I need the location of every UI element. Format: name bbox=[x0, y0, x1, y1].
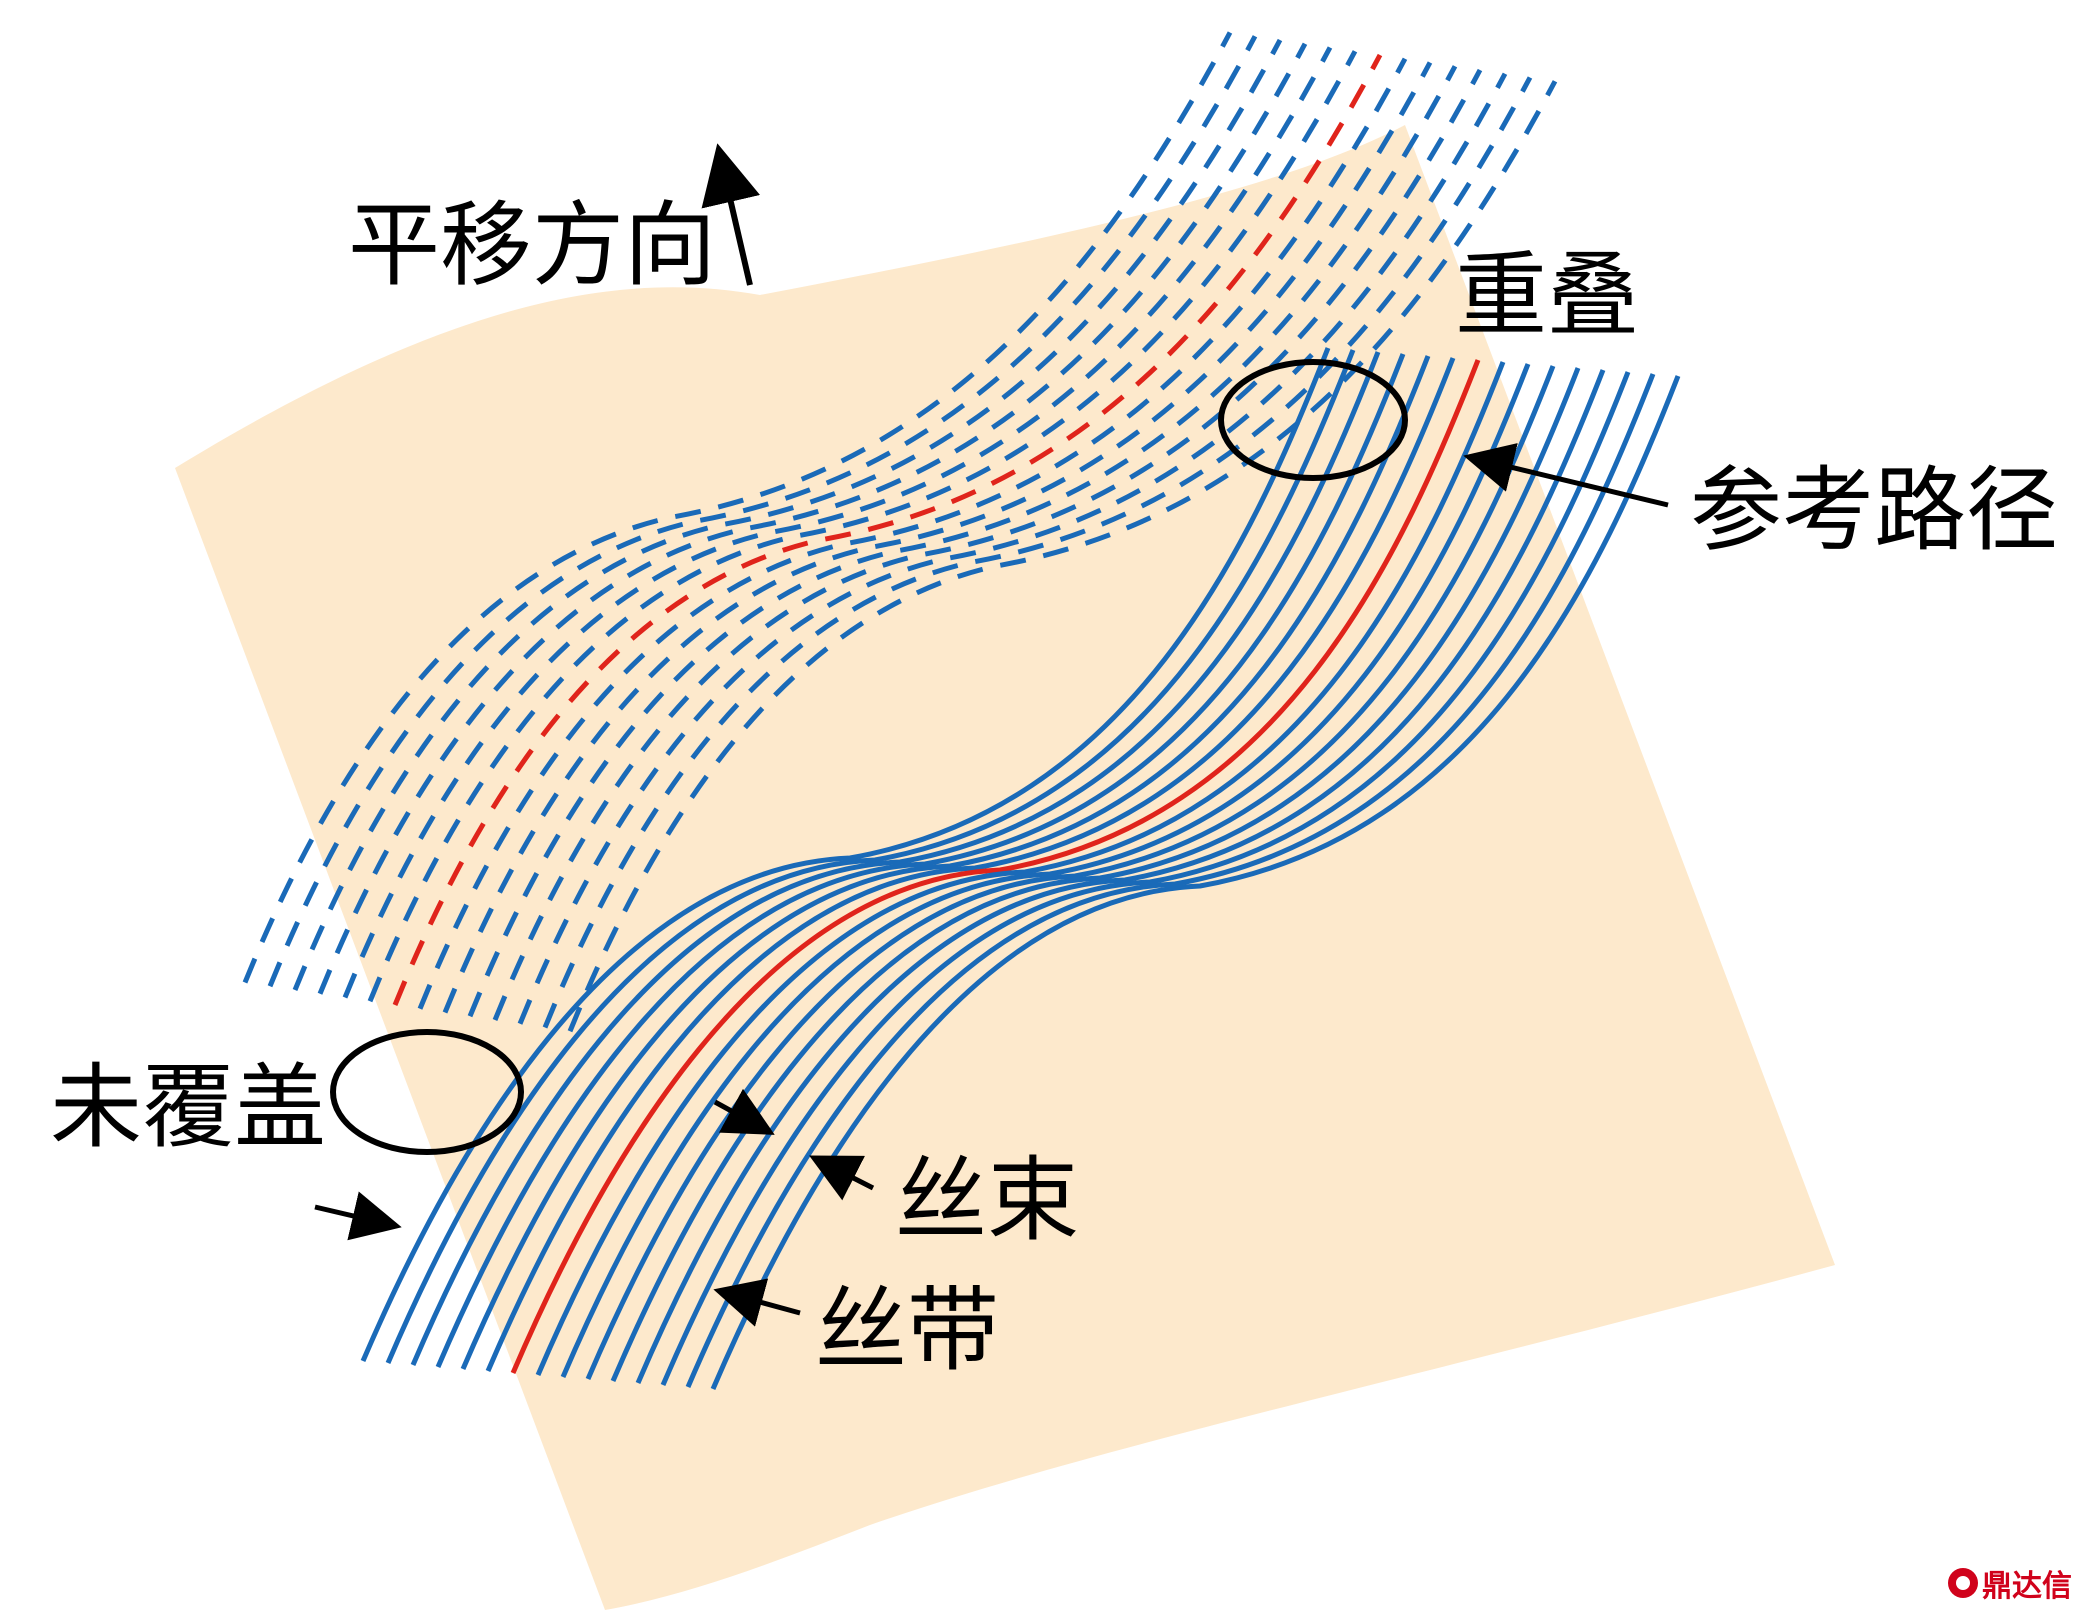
logo-icon bbox=[1948, 1568, 1978, 1598]
reference-path-label: 参考路径 bbox=[1690, 457, 2059, 564]
tow-arrow-left bbox=[713, 1088, 775, 1135]
tape-tow-line bbox=[635, 369, 1606, 1384]
uncovered-label: 未覆盖 bbox=[50, 1054, 327, 1161]
reference-path-arrow bbox=[1463, 443, 1669, 508]
tape-tow-line bbox=[610, 367, 1581, 1382]
tow-label: 丝束 bbox=[895, 1147, 1080, 1254]
tape-tow-line bbox=[685, 373, 1656, 1388]
tape-label: 丝带 bbox=[815, 1277, 1000, 1384]
tow-arrow bbox=[809, 1155, 875, 1201]
tape-arrow bbox=[713, 1278, 801, 1327]
tape-tow-line bbox=[385, 349, 1356, 1364]
tape-tow-line bbox=[410, 351, 1381, 1366]
uncovered-gap-arrow bbox=[314, 1191, 402, 1241]
translation-direction-arrow bbox=[701, 143, 761, 286]
tape-tow-line bbox=[535, 361, 1506, 1376]
reference-path-line bbox=[510, 359, 1481, 1374]
tape-tow-line bbox=[460, 355, 1431, 1370]
watermark: 鼎达信 bbox=[1948, 1561, 2072, 1605]
translation-direction-label: 平移方向 bbox=[348, 192, 717, 299]
tape-tow-line bbox=[485, 357, 1456, 1372]
tape-tow-paths bbox=[360, 347, 1681, 1390]
tape-tow-line bbox=[560, 363, 1531, 1378]
watermark-text: 鼎达信 bbox=[1982, 1569, 2072, 1604]
overlap-ellipse bbox=[1218, 359, 1408, 481]
tape-tow-line bbox=[585, 365, 1556, 1380]
overlap-label: 重叠 bbox=[1455, 242, 1640, 349]
tape-tow-line bbox=[435, 353, 1406, 1368]
tape-tow-line bbox=[360, 347, 1331, 1362]
tape-tow-line bbox=[660, 371, 1631, 1386]
uncovered-ellipse bbox=[330, 1029, 524, 1155]
